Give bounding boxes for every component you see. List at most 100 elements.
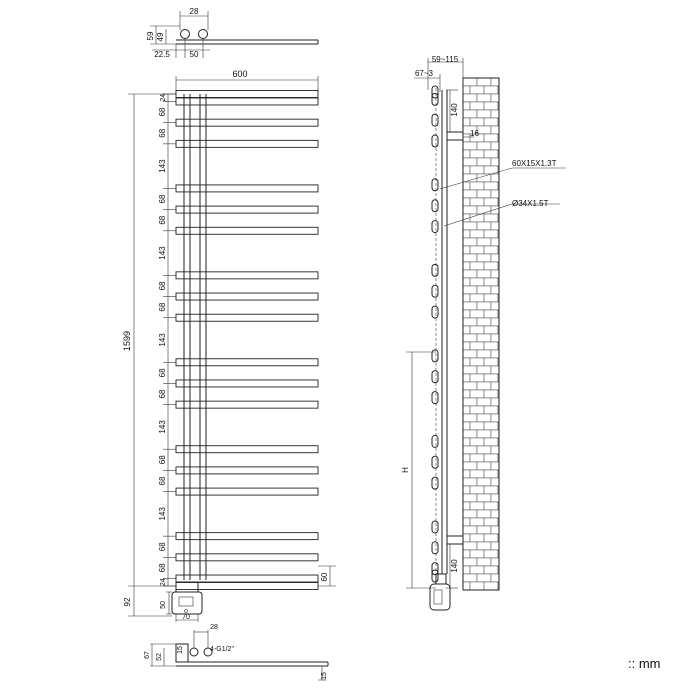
brick — [490, 573, 500, 583]
brick — [469, 437, 485, 447]
brick — [462, 541, 478, 551]
brick — [462, 461, 478, 471]
valve-plate-label: 15 — [321, 672, 328, 680]
brick — [490, 173, 500, 183]
valve-width-label: 28 — [210, 624, 218, 631]
brick — [469, 533, 485, 543]
tube-spec-label: Ø34X1.5T — [512, 199, 549, 208]
brick — [462, 445, 478, 455]
wall-outline — [462, 77, 500, 591]
brick — [490, 525, 500, 535]
brick — [476, 477, 492, 487]
brick — [462, 157, 478, 167]
brick — [476, 237, 492, 247]
brick — [469, 389, 485, 399]
brick — [490, 301, 500, 311]
brick — [490, 477, 500, 487]
brick — [483, 213, 499, 223]
brick — [462, 581, 471, 591]
brick — [462, 349, 478, 359]
brick — [476, 269, 492, 279]
brick — [476, 333, 492, 343]
horizontal-bar — [175, 466, 319, 475]
brick-wall — [462, 77, 500, 591]
brick — [469, 101, 485, 111]
horizontal-bar — [175, 292, 319, 301]
segment-label: 68 — [158, 302, 167, 311]
bar-profile — [431, 455, 439, 469]
brick — [483, 437, 499, 447]
horizontal-bar — [175, 532, 319, 541]
bar-profile — [431, 134, 439, 148]
bar-profile — [431, 220, 439, 234]
brick — [462, 205, 478, 215]
brick — [490, 365, 500, 375]
brick — [476, 573, 492, 583]
top-width-label: 28 — [190, 7, 199, 16]
side-bracket-depth-label: 16 — [470, 129, 479, 138]
segment-label: 143 — [158, 246, 167, 260]
side-element-body — [429, 583, 451, 611]
brick — [483, 517, 499, 527]
horizontal-bar — [175, 184, 319, 193]
brick — [490, 109, 500, 119]
top-depth-outer-label: 59 — [146, 31, 155, 40]
brick — [469, 405, 485, 415]
horizontal-bar — [175, 118, 319, 127]
brick — [462, 261, 471, 271]
brick — [462, 93, 478, 103]
segment-label: 24 — [160, 94, 167, 102]
segment-label: 143 — [158, 420, 167, 434]
horizontal-bar — [175, 271, 319, 280]
side-bracket-bottom-label: 140 — [450, 559, 459, 573]
segment-label: 143 — [158, 159, 167, 173]
brick — [483, 389, 499, 399]
brick — [476, 413, 492, 423]
brick — [469, 165, 485, 175]
brick — [490, 157, 500, 167]
brick — [476, 429, 492, 439]
brick — [462, 197, 471, 207]
bar-profile — [431, 199, 439, 213]
heating-element: 70 50 — [160, 581, 203, 622]
brick — [476, 381, 492, 391]
brick — [462, 325, 471, 335]
brick — [490, 541, 500, 551]
brick — [469, 565, 485, 575]
brick — [469, 357, 485, 367]
top-wall-bracket — [446, 131, 464, 141]
top-depth-inner-label: 49 — [156, 32, 165, 41]
brick — [462, 429, 478, 439]
bar-profile — [431, 520, 439, 534]
front-view: 600 1599 2468681436868143686814368681436… — [122, 69, 336, 622]
brick — [483, 101, 499, 111]
bar-profile — [431, 541, 439, 555]
brick — [462, 557, 478, 567]
side-top-width-label: 59~115 — [432, 55, 459, 64]
brick — [462, 141, 478, 151]
element-offset-label: 92 — [123, 597, 132, 606]
brick — [462, 485, 471, 495]
segment-label: 68 — [158, 389, 167, 398]
brick — [490, 461, 500, 471]
brick — [483, 133, 499, 143]
element-width-label: 50 — [160, 601, 167, 609]
horizontal-bar — [175, 553, 319, 562]
brick — [476, 141, 492, 151]
brick — [476, 557, 492, 567]
brick — [462, 365, 478, 375]
brick — [476, 397, 492, 407]
brick — [462, 453, 471, 463]
brick — [483, 453, 499, 463]
horizontal-bar — [175, 574, 319, 583]
brick — [476, 125, 492, 135]
pipe-circle-right — [198, 29, 208, 39]
brick — [462, 373, 471, 383]
bar-profile — [431, 85, 439, 99]
horizontal-bar — [175, 139, 319, 148]
bar-profile — [431, 569, 439, 583]
brick — [469, 277, 485, 287]
brick — [469, 117, 485, 127]
brick — [483, 533, 499, 543]
segment-label: 68 — [158, 563, 167, 572]
